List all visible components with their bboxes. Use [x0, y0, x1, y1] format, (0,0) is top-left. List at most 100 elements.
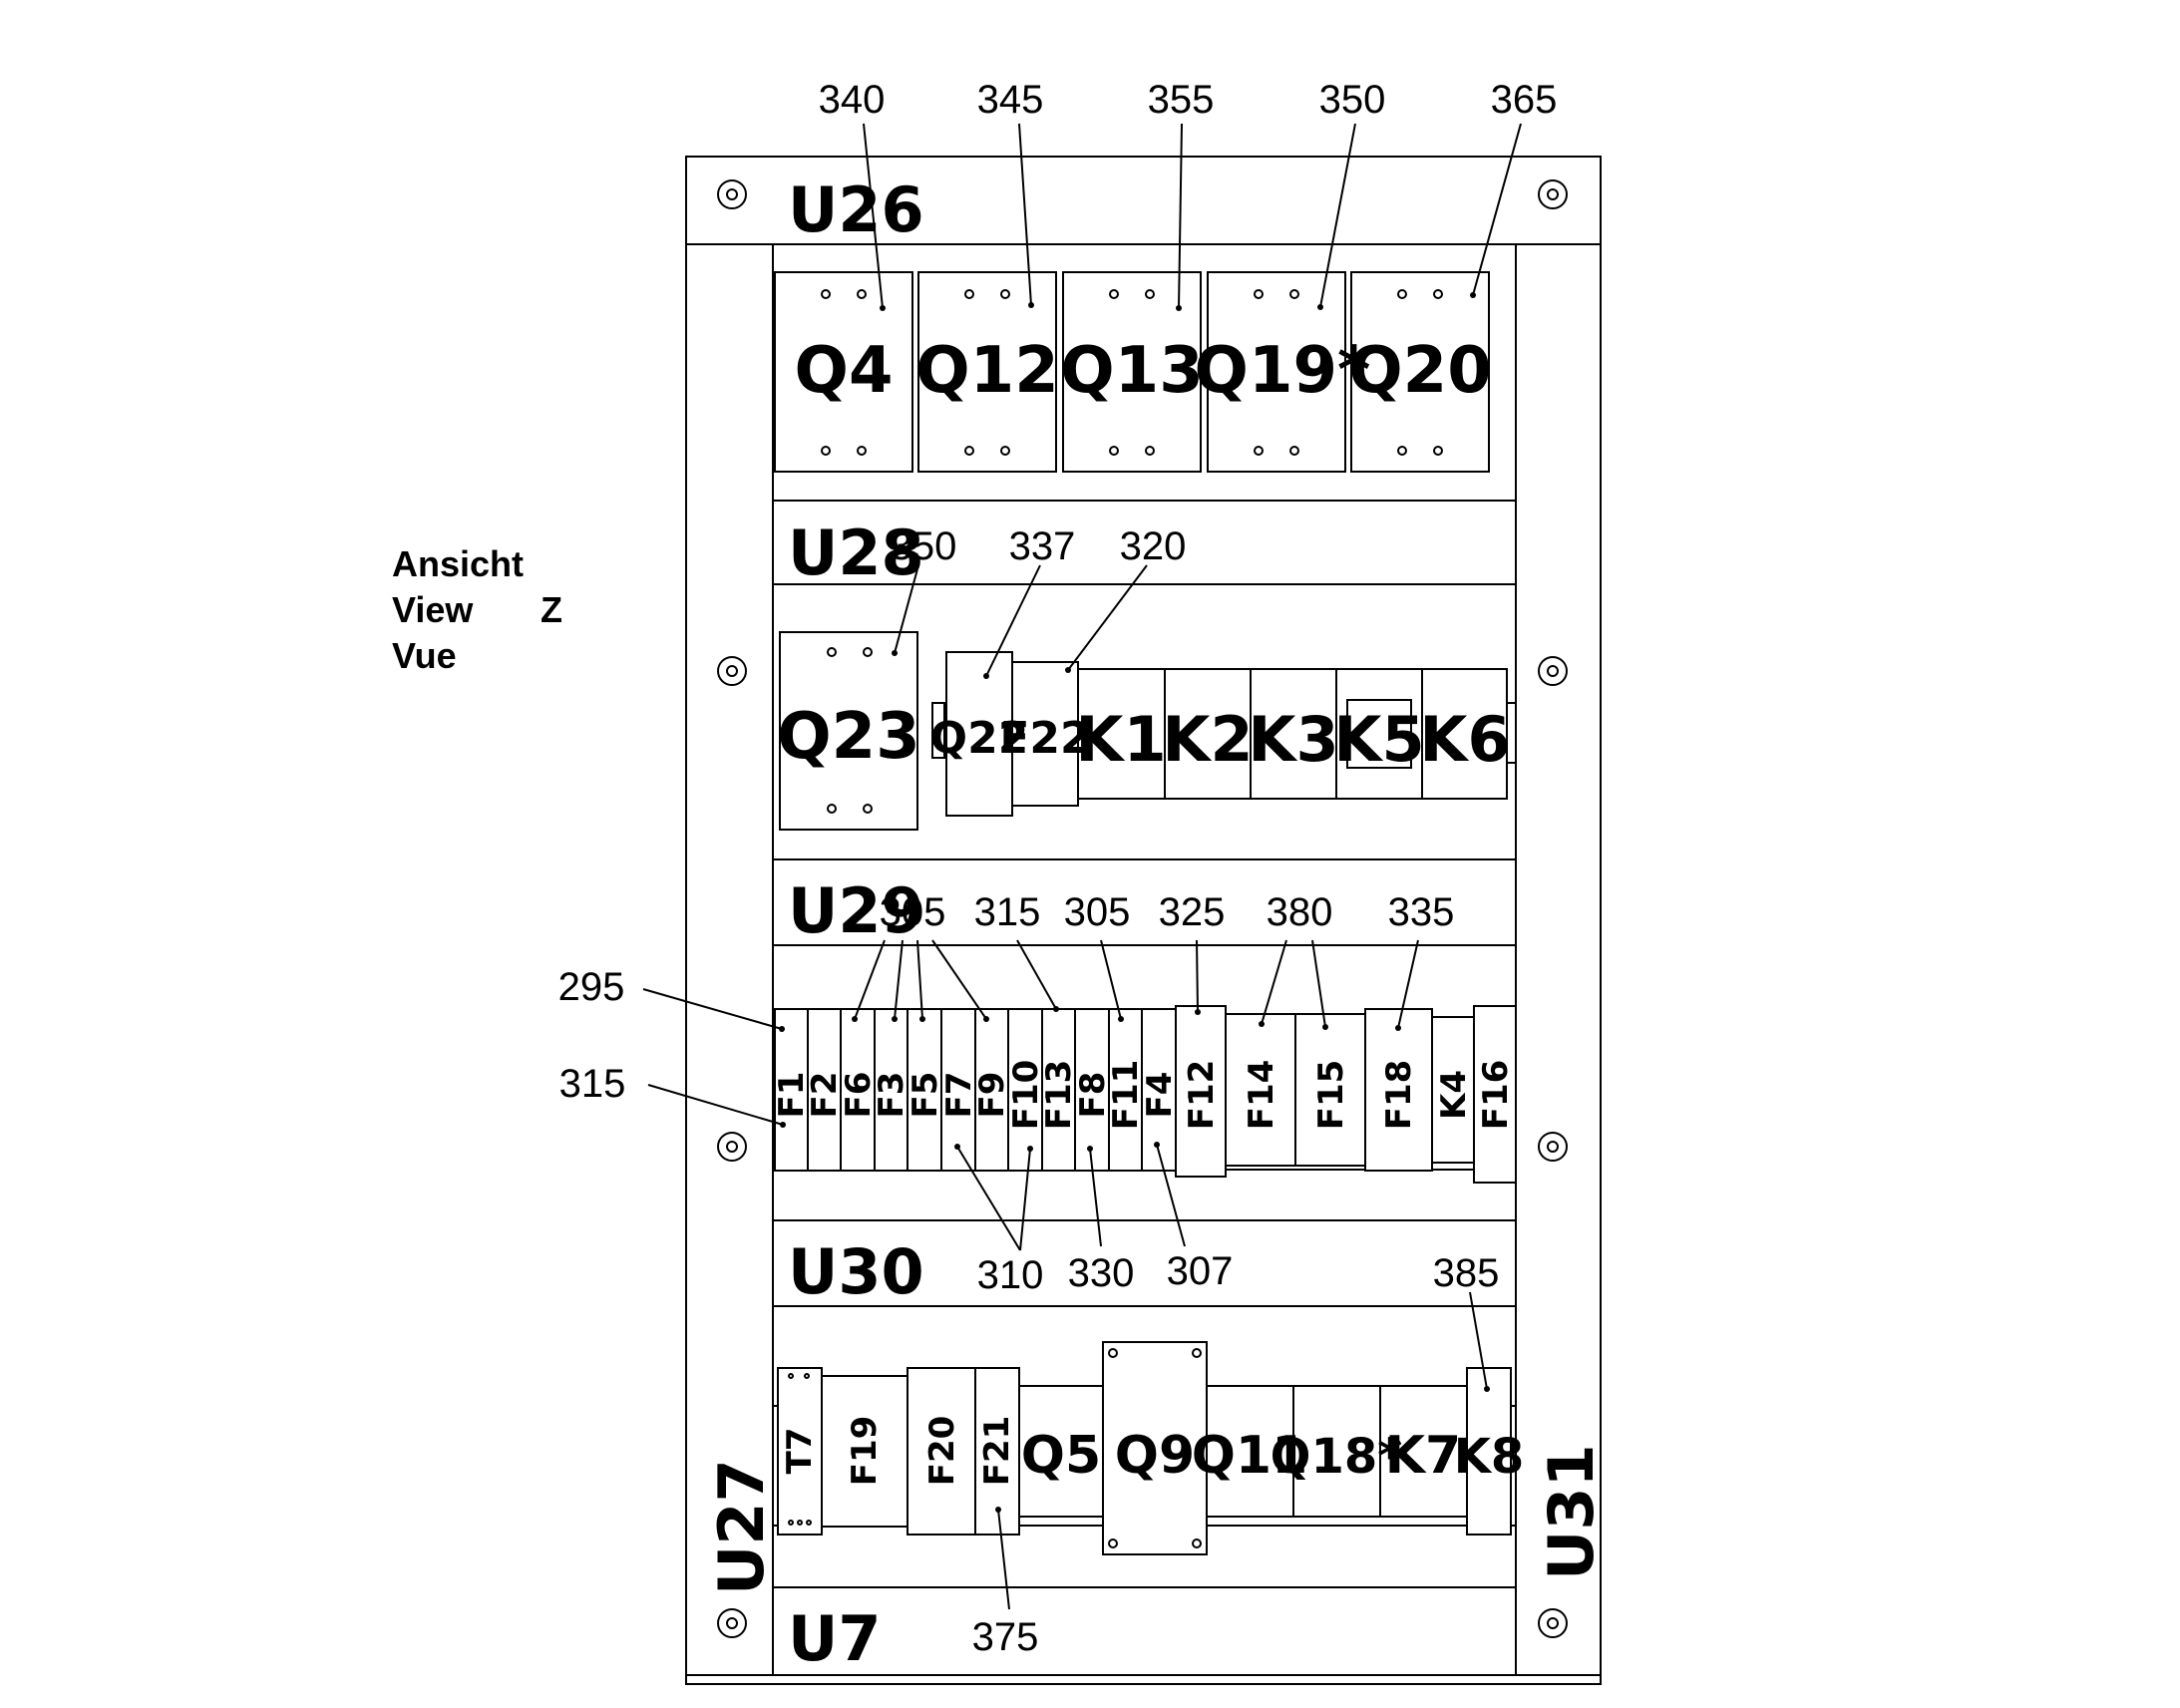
contactor-k7: [1379, 1385, 1468, 1518]
breaker-q23: [779, 631, 918, 831]
label-f18: F18: [1379, 1060, 1419, 1131]
label-t7: T7: [780, 1428, 820, 1475]
fuse-f10: [1007, 1008, 1043, 1172]
callout-375: 375: [972, 1615, 1039, 1659]
label-u27: U27: [705, 1459, 778, 1595]
row2-screw-dots: [827, 647, 873, 814]
label-f6: F6: [839, 1072, 879, 1119]
label-f3: F3: [872, 1072, 911, 1119]
top-rail-u26: [685, 156, 1602, 245]
view-letter-z: Z: [541, 589, 562, 630]
fuse-f15: [1294, 1013, 1366, 1167]
label-f20: F20: [922, 1416, 962, 1487]
label-k5: K5: [1333, 703, 1424, 776]
row4-screw-dots: [788, 1348, 1202, 1548]
label-f9: F9: [972, 1072, 1012, 1119]
callout-380: 380: [1267, 890, 1333, 934]
label-q18: Q18*: [1271, 1429, 1403, 1485]
leader-lines: [642, 123, 1522, 1610]
fuse-f20: [907, 1367, 976, 1536]
label-f11: F11: [1106, 1060, 1146, 1131]
label-q22: Q22: [930, 713, 1029, 764]
label-f8: F8: [1073, 1072, 1113, 1119]
label-f10: F10: [1006, 1060, 1046, 1131]
k5-highlight-box: [1346, 699, 1412, 769]
label-k1: K1: [1075, 703, 1166, 776]
callout-325: 325: [1159, 890, 1226, 934]
contactor-block: [1077, 668, 1508, 800]
label-f15: F15: [1311, 1060, 1351, 1131]
label-k4: K4: [1434, 1070, 1474, 1120]
label-q5: Q5: [1021, 1426, 1101, 1486]
rail-stop-right: [1506, 702, 1517, 764]
callout-365: 365: [1491, 78, 1558, 122]
label-f1: F1: [772, 1072, 812, 1119]
rail-u7: [772, 1586, 1517, 1676]
callout-310: 310: [977, 1253, 1044, 1297]
callout-335: 335: [1388, 890, 1455, 934]
label-f4: F4: [1140, 1072, 1180, 1119]
label-f22: F22: [999, 713, 1090, 764]
callout-345: 345: [977, 78, 1044, 122]
label-q12: Q12: [915, 334, 1058, 408]
fuse-f14: [1225, 1013, 1296, 1167]
label-f19: F19: [845, 1416, 885, 1487]
label-f16: F16: [1476, 1060, 1516, 1131]
label-f21: F21: [977, 1416, 1017, 1487]
view-label-vue: Vue: [392, 635, 457, 676]
callout-307: 307: [1167, 1249, 1234, 1293]
rail-stop-left: [931, 702, 945, 759]
label-f13: F13: [1039, 1060, 1079, 1131]
label-u31: U31: [1535, 1444, 1608, 1580]
breaker-q22: [945, 651, 1013, 817]
label-k3: K3: [1248, 703, 1338, 776]
callout-315-left: 315: [559, 1062, 626, 1106]
breaker-q4: [774, 271, 913, 473]
callout-350-top: 350: [1319, 78, 1386, 122]
callout-295: 295: [558, 965, 625, 1009]
label-q13: Q13: [1060, 334, 1203, 408]
label-f5: F5: [906, 1072, 945, 1119]
label-q19: Q19*: [1195, 334, 1371, 408]
label-u28: U28: [788, 516, 924, 589]
view-label-ansicht: Ansicht: [392, 543, 524, 584]
label-q11: Q11: [1192, 1426, 1308, 1486]
label-q4: Q4: [795, 334, 894, 408]
label-k8: K8: [1454, 1429, 1525, 1485]
callout-305-b: 305: [1064, 890, 1131, 934]
breaker-q11: [1206, 1385, 1294, 1518]
callout-337: 337: [1009, 524, 1076, 568]
label-f12: F12: [1182, 1060, 1222, 1131]
rail-u28: [772, 500, 1517, 585]
fuse-f12: [1175, 1005, 1227, 1178]
callout-350-mid: 350: [891, 524, 957, 568]
view-label-view: View: [392, 589, 474, 630]
fuse-f18: [1364, 1008, 1433, 1172]
callout-340: 340: [819, 78, 886, 122]
label-q9: Q9: [1115, 1426, 1195, 1486]
transformer-t7: [777, 1367, 823, 1536]
callout-320: 320: [1120, 524, 1187, 568]
rail-u29: [772, 858, 1517, 946]
contactor-k8: [1466, 1367, 1512, 1536]
fuse-f19: [821, 1375, 908, 1528]
row1-screw-dots: [821, 289, 1443, 456]
label-f7: F7: [939, 1072, 979, 1119]
fuse-f16: [1473, 1005, 1517, 1184]
label-u26: U26: [788, 173, 924, 246]
callout-305-a: 305: [880, 890, 946, 934]
callout-330: 330: [1068, 1251, 1135, 1295]
label-u7: U7: [788, 1602, 881, 1675]
leader-dots: [779, 292, 1490, 1513]
label-q20: Q20: [1348, 334, 1491, 408]
label-k7: K7: [1385, 1426, 1461, 1486]
rail-u30: [772, 1219, 1517, 1307]
label-k2: K2: [1162, 703, 1253, 776]
fuse-f1: [774, 1008, 809, 1172]
label-f14: F14: [1242, 1060, 1281, 1131]
breaker-q9: [1102, 1341, 1208, 1555]
breaker-q20: [1350, 271, 1490, 473]
callout-355: 355: [1148, 78, 1215, 122]
callout-315-top: 315: [974, 890, 1041, 934]
